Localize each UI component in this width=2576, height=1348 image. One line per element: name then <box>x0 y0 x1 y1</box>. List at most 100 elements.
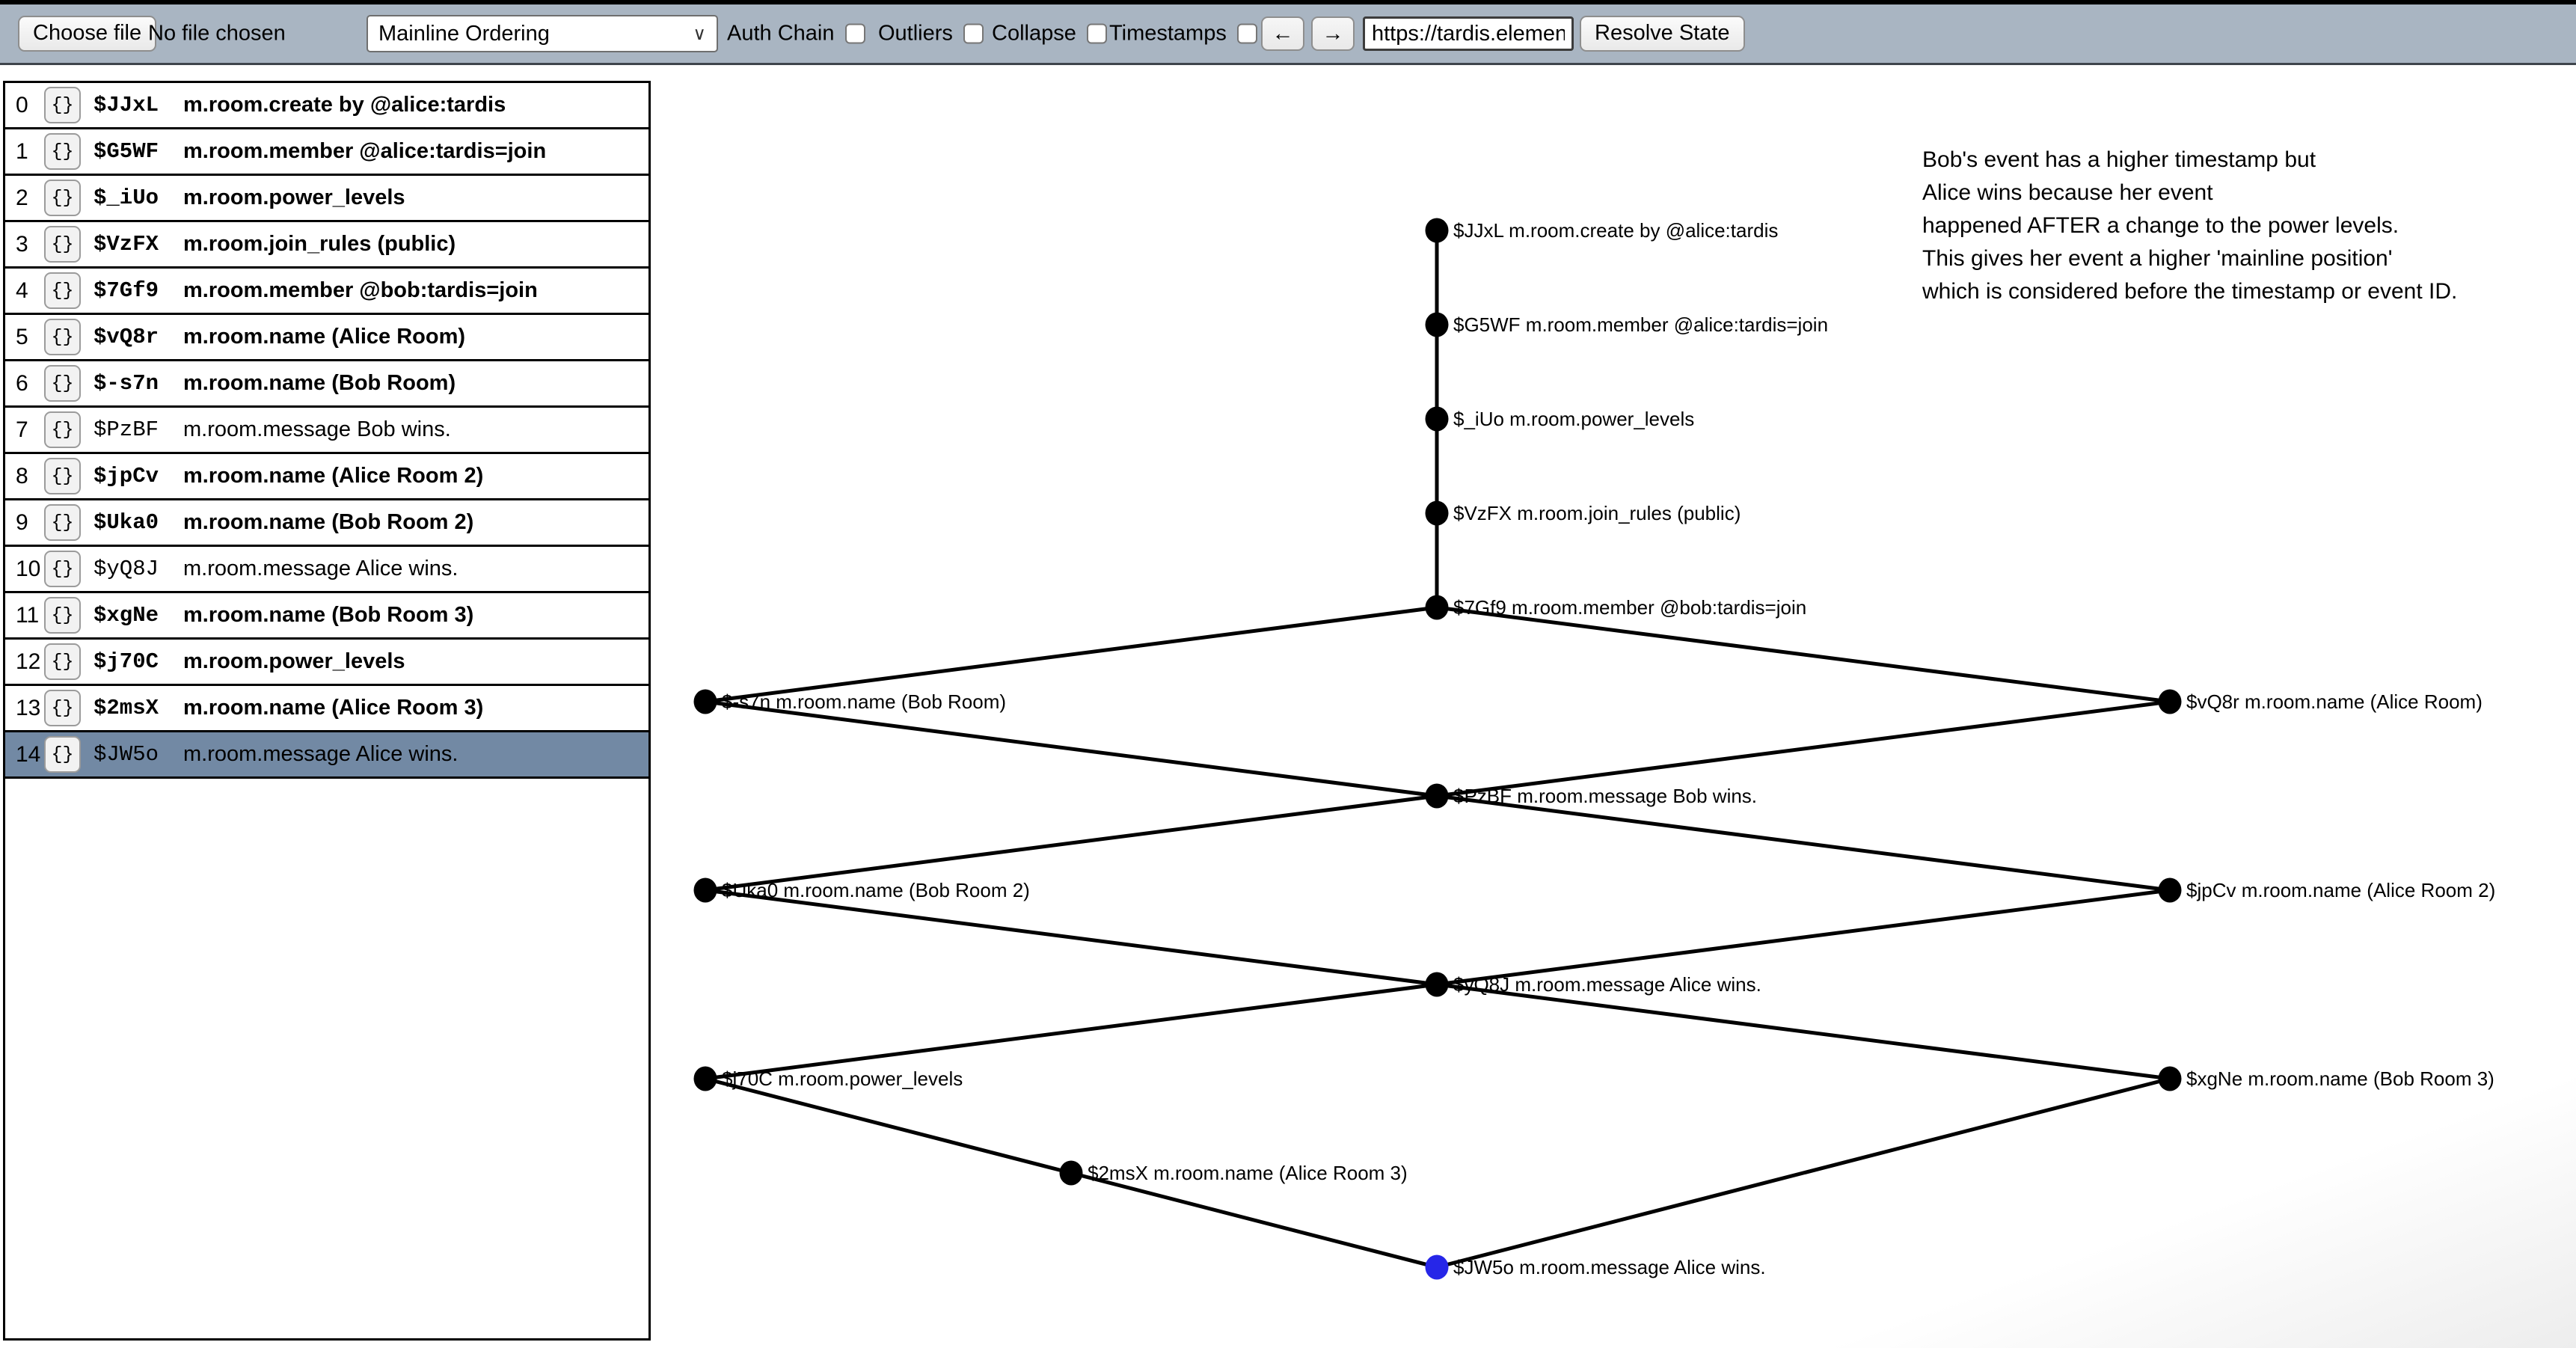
dag-edge <box>1436 982 2171 1081</box>
dag-node-$xgNe[interactable] <box>2158 1066 2182 1091</box>
json-view-button[interactable]: {} <box>44 272 81 309</box>
dag-node-$JJxL[interactable] <box>1425 218 1449 243</box>
event-description: m.room.member @bob:tardis=join <box>183 278 538 302</box>
event-index: 8 <box>16 463 28 488</box>
auth-chain-checkbox[interactable] <box>844 23 865 44</box>
dag-edge <box>1436 605 2171 704</box>
toolbar: Choose file No file chosen Mainline Orde… <box>0 4 2576 65</box>
dag-node-label: $jpCv m.room.name (Alice Room 2) <box>2186 879 2495 901</box>
event-id: $Uka0 <box>93 510 159 535</box>
json-view-button[interactable]: {} <box>44 180 81 216</box>
json-view-button[interactable]: {} <box>44 365 81 402</box>
json-view-button[interactable]: {} <box>44 690 81 726</box>
forward-button[interactable]: → <box>1311 16 1355 51</box>
event-description: m.room.join_rules (public) <box>183 232 456 256</box>
chevron-down-icon: ∨ <box>693 23 706 44</box>
event-description: m.room.message Alice wins. <box>183 742 459 766</box>
back-button[interactable]: ← <box>1261 16 1304 51</box>
dag-node-$vQ8r[interactable] <box>2158 689 2182 714</box>
json-view-button[interactable]: {} <box>44 551 81 587</box>
server-url-input[interactable] <box>1363 16 1574 51</box>
event-row-14[interactable]: 14{} $JW5o m.room.message Alice wins. <box>5 732 648 779</box>
collapse-checkbox[interactable] <box>1086 23 1107 44</box>
dag-node-label: $G5WF m.room.member @alice:tardis=join <box>1453 313 1828 336</box>
annotation-line-0: Bob's event has a higher timestamp but <box>1922 147 2316 172</box>
annotation-line-1: Alice wins because her event <box>1922 180 2213 205</box>
event-description: m.room.name (Alice Room) <box>183 325 466 349</box>
dag-node-$JW5o[interactable] <box>1425 1254 1449 1280</box>
dag-node-$7Gf9[interactable] <box>1425 595 1449 620</box>
annotation-line-3: This gives her event a higher 'mainline … <box>1922 246 2393 271</box>
event-description: m.room.name (Bob Room) <box>183 371 456 395</box>
dag-node-$j70C[interactable] <box>693 1066 717 1091</box>
event-id: $vQ8r <box>93 325 159 349</box>
timestamps-checkbox[interactable] <box>1236 23 1257 44</box>
event-id: $xgNe <box>93 603 159 628</box>
json-view-button[interactable]: {} <box>44 458 81 494</box>
event-index: 4 <box>16 278 28 303</box>
dag-node-$2msX[interactable] <box>1059 1160 1083 1186</box>
json-view-button[interactable]: {} <box>44 87 81 123</box>
json-view-button[interactable]: {} <box>44 504 81 541</box>
dag-node-label: $vQ8r m.room.name (Alice Room) <box>2186 690 2483 713</box>
outliers-label: Outliers <box>878 21 953 46</box>
choose-file-button[interactable]: Choose file <box>18 16 157 52</box>
json-view-button[interactable]: {} <box>44 226 81 263</box>
dag-edge <box>1436 1076 2171 1269</box>
event-index: 7 <box>16 417 28 442</box>
event-index: 14 <box>16 741 41 767</box>
dag-node-$yQ8J[interactable] <box>1425 972 1449 997</box>
event-index: 11 <box>16 602 40 628</box>
top-border <box>0 0 2576 4</box>
json-view-button[interactable]: {} <box>44 597 81 634</box>
dag-node-$PzBF[interactable] <box>1425 783 1449 809</box>
event-row-3[interactable]: 3 {} $VzFX m.room.join_rules (public) <box>5 222 648 269</box>
timestamps-toggle: Timestamps <box>1109 22 1257 46</box>
event-id: $j70C <box>93 649 159 674</box>
resolve-state-button[interactable]: Resolve State <box>1580 16 1745 52</box>
dag-node-label: $JJxL m.room.create by @alice:tardis <box>1453 219 1778 242</box>
event-description: m.room.message Bob wins. <box>183 417 451 441</box>
dag-edge <box>1070 1171 1438 1269</box>
json-view-button[interactable]: {} <box>44 736 81 773</box>
event-index: 1 <box>16 138 28 164</box>
event-description: m.room.message Alice wins. <box>183 557 459 580</box>
json-view-button[interactable]: {} <box>44 133 81 170</box>
json-view-button[interactable]: {} <box>44 319 81 355</box>
dag-node-$G5WF[interactable] <box>1425 312 1449 337</box>
dag-node-label: $VzFX m.room.join_rules (public) <box>1453 502 1741 524</box>
dag-edge <box>1436 794 2171 892</box>
event-id: $VzFX <box>93 232 159 257</box>
event-index: 10 <box>16 556 41 581</box>
event-index: 6 <box>16 370 28 396</box>
json-view-button[interactable]: {} <box>44 643 81 680</box>
json-view-button[interactable]: {} <box>44 411 81 448</box>
dag-node-$VzFX[interactable] <box>1425 500 1449 526</box>
dag-node-$Uka0[interactable] <box>693 877 717 903</box>
outliers-toggle: Outliers <box>878 22 984 46</box>
dag-node-$-s7n[interactable] <box>693 689 717 714</box>
event-id: $JW5o <box>93 742 159 767</box>
ordering-select[interactable]: Mainline Ordering ∨ <box>367 15 718 52</box>
dag-node-$_iUo[interactable] <box>1425 406 1449 432</box>
collapse-label: Collapse <box>992 21 1076 46</box>
event-index: 3 <box>16 231 28 257</box>
dag-edge <box>705 605 1438 704</box>
dag-node-$jpCv[interactable] <box>2158 877 2182 903</box>
outliers-checkbox[interactable] <box>963 23 984 44</box>
dag-edge <box>1436 699 2171 798</box>
dag-node-label: $_iUo m.room.power_levels <box>1453 408 1694 430</box>
